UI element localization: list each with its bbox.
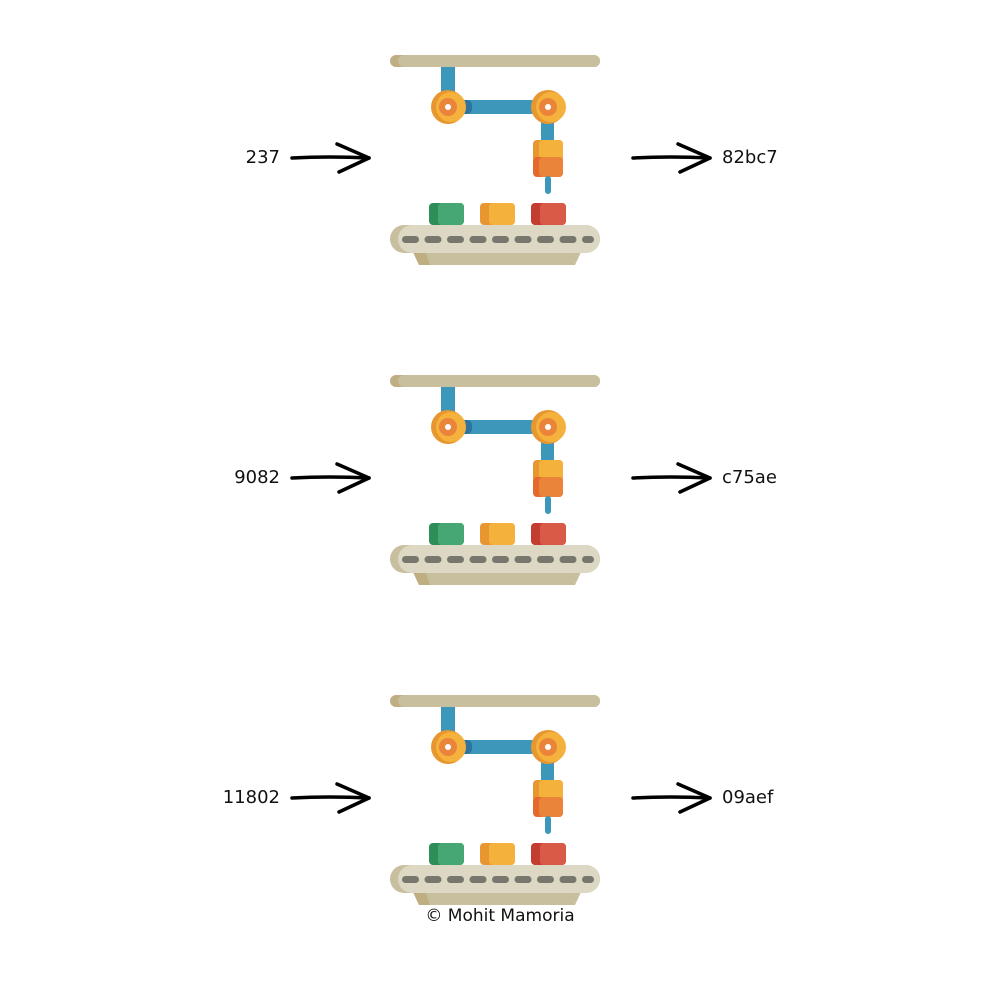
belt-dash [537,236,554,243]
belt-dash [447,556,464,563]
belt-dash [582,236,594,243]
belt-dash [447,876,464,883]
output-hash: 82bc7 [722,147,778,168]
copyright-credit: © Mohit Mamoria [425,906,575,926]
belt-dash [424,876,442,883]
belt-dash [447,236,464,243]
belt-dash [514,556,532,563]
arm-segment [447,740,547,754]
arrow-right-icon [290,782,371,814]
belt-dash [469,236,487,243]
arm-segment [447,420,547,434]
conversion-stage: 11802 09aef [0,640,1000,960]
belt-dash [514,876,532,883]
arrow-right-icon [631,142,712,174]
input-value: 11802 [222,787,280,808]
belt-dash [492,556,509,563]
belt-dash [582,556,594,563]
robot-arm-conveyor-icon [390,55,600,265]
arrow-right-icon [290,462,371,494]
belt-dash [424,556,442,563]
belt-dash [492,236,509,243]
conveyor-base [412,250,582,265]
conveyor-base [412,570,582,585]
belt-dash [402,236,419,243]
belt-dash [537,556,554,563]
arrow-right-icon [631,462,712,494]
belt-dash [559,556,577,563]
output-hash: 09aef [722,787,774,808]
input-value: 237 [245,147,280,168]
belt-dash [469,556,487,563]
arm-segment [447,100,547,114]
output-hash: c75ae [722,467,777,488]
belt-dash [537,876,554,883]
belt-dash [559,876,577,883]
belt-dash [514,236,532,243]
robot-arm-conveyor-icon [390,695,600,905]
belt-dash [492,876,509,883]
belt-dash [402,556,419,563]
arrow-right-icon [290,142,371,174]
belt-dash [582,876,594,883]
conversion-stage: 237 82bc7 [0,0,1000,320]
robot-arm-conveyor-icon [390,375,600,585]
input-value: 9082 [234,467,280,488]
belt-dash [559,236,577,243]
conversion-stage: 9082 c75ae [0,320,1000,640]
belt-dash [424,236,442,243]
belt-dash [402,876,419,883]
conveyor-base [412,890,582,905]
arrow-right-icon [631,782,712,814]
belt-dash [469,876,487,883]
